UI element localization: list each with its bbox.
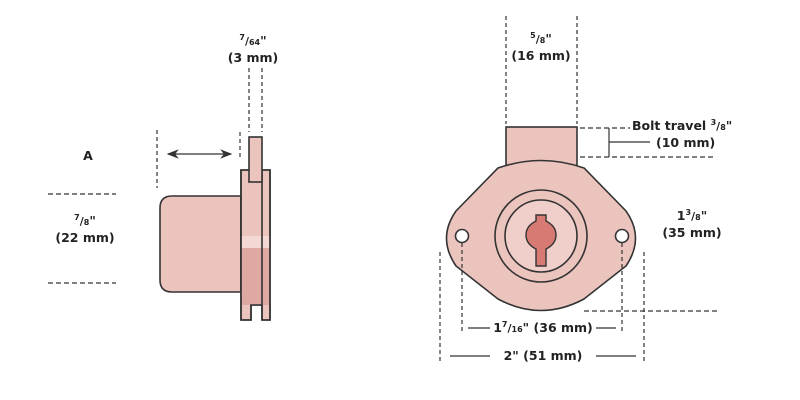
side-dimensions xyxy=(48,68,263,284)
screw-hole-right xyxy=(614,228,630,244)
bolt-side xyxy=(248,136,263,183)
screw-hole-left xyxy=(454,228,470,244)
keyway xyxy=(525,214,557,267)
lock-body-side xyxy=(159,195,242,293)
bolt-travel-label: Bolt travel 3/8" (10 mm) xyxy=(632,118,733,150)
side-body-height-label: 7/8" (22 mm) xyxy=(55,213,115,245)
front-dimensions xyxy=(439,16,720,362)
bolt-width-label: 5/8" (16 mm) xyxy=(511,31,571,63)
side-view xyxy=(159,136,271,321)
hole-spacing-label: 17/16" (36 mm) xyxy=(493,320,593,335)
flange-thickness-label: 7/64" (3 mm) xyxy=(227,33,279,65)
overall-width-label: 2" (51 mm) xyxy=(503,348,583,363)
label-a: A xyxy=(83,148,93,163)
front-view xyxy=(445,126,637,312)
front-body-height-label: 13/8" (35 mm) xyxy=(662,208,722,240)
